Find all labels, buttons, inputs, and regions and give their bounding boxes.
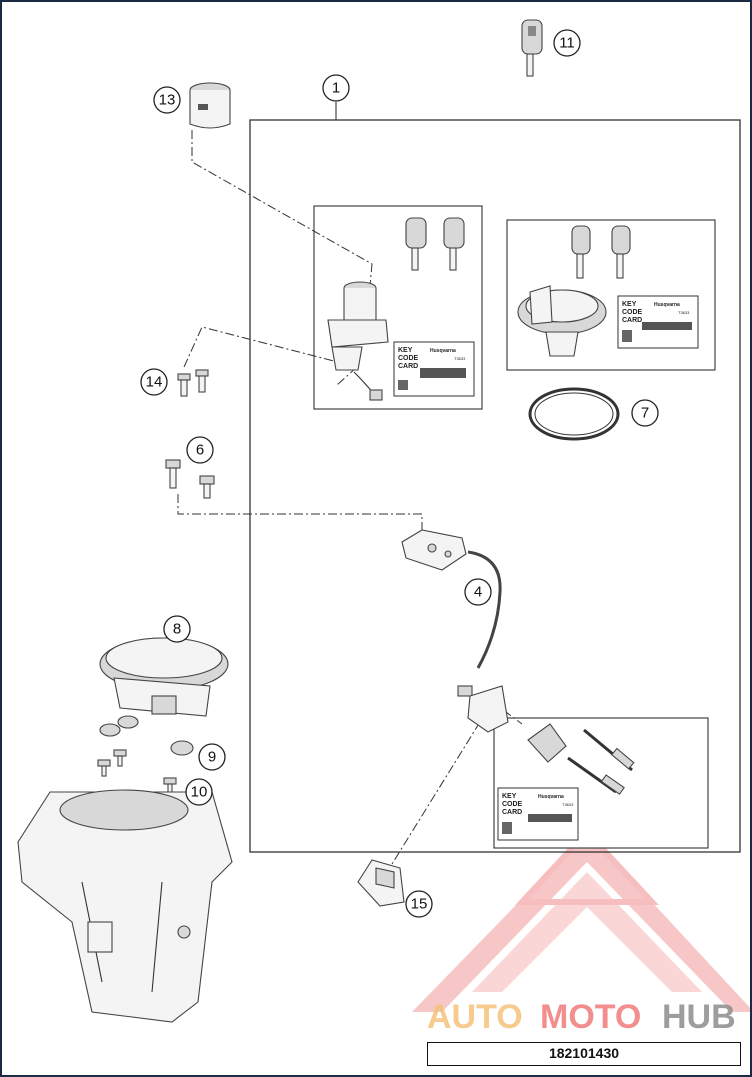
watermark-logo (412, 827, 750, 1012)
callout-1: 1 (322, 74, 350, 102)
watermark-moto: MOTO (540, 998, 641, 1036)
svg-text:1: 1 (332, 80, 340, 97)
seat-lock-cable-part-4 (401, 529, 509, 733)
callout-15: 15 (405, 890, 433, 918)
latch-part-15 (357, 859, 405, 907)
watermark-hub: HUB (662, 998, 736, 1036)
svg-text:T3633: T3633 (678, 310, 690, 315)
lock-cylinder-part-13 (189, 82, 231, 129)
screws-part-14 (177, 369, 209, 397)
watermark-auto: AUTO (427, 998, 523, 1036)
callout-6: 6 (186, 436, 214, 464)
svg-text:14: 14 (146, 374, 163, 391)
svg-text:Husqvarna: Husqvarna (430, 348, 456, 354)
svg-text:Husqvarna: Husqvarna (538, 794, 564, 800)
document-number: 182101430 (427, 1042, 741, 1066)
key-code-card-ignition: KEY CODE CARD Husqvarna T3633 (393, 341, 475, 397)
callout-13: 13 (153, 86, 181, 114)
svg-text:KEY: KEY (622, 301, 637, 308)
callout-4: 4 (464, 578, 492, 606)
svg-text:11: 11 (559, 35, 575, 52)
callout-8: 8 (163, 615, 191, 643)
key-code-card-seatlock: KEY CODE CARD Husqvarna T3633 (497, 787, 579, 841)
svg-text:8: 8 (173, 621, 181, 638)
svg-text:15: 15 (411, 896, 428, 913)
callout-10: 10 (185, 778, 213, 806)
svg-text:CODE: CODE (502, 801, 523, 808)
kit-frame (249, 119, 741, 853)
svg-text:4: 4 (474, 584, 482, 601)
svg-text:CARD: CARD (622, 317, 642, 324)
fuel-cap-assembly (517, 225, 631, 357)
svg-text:CARD: CARD (502, 809, 522, 816)
svg-text:6: 6 (196, 442, 204, 459)
svg-text:CODE: CODE (398, 355, 419, 362)
grommets-part-9 (99, 715, 194, 756)
callout-14: 14 (140, 368, 168, 396)
svg-text:13: 13 (159, 92, 176, 109)
svg-text:Husqvarna: Husqvarna (654, 302, 680, 308)
screws-part-6 (165, 459, 215, 499)
key-code-card-fuelcap: KEY CODE CARD Husqvarna T3633 (617, 295, 699, 349)
svg-text:CODE: CODE (622, 309, 643, 316)
svg-text:T3633: T3633 (454, 356, 466, 361)
o-ring-part-7 (528, 387, 620, 441)
callout-11: 11 (553, 29, 581, 57)
svg-text:7: 7 (641, 405, 649, 422)
ignition-lock-assembly (327, 217, 465, 401)
screws-part-10 (97, 749, 177, 795)
dashboard-part-8 (99, 637, 229, 717)
callout-7: 7 (631, 399, 659, 427)
front-mask-assembly (17, 789, 233, 1023)
svg-text:CARD: CARD (398, 363, 418, 370)
key-part-11 (521, 19, 543, 77)
watermark-text: AUTO MOTO HUB (427, 998, 736, 1036)
svg-text:10: 10 (191, 784, 208, 801)
svg-text:T3633: T3633 (562, 802, 574, 807)
svg-text:KEY: KEY (398, 347, 413, 354)
svg-text:KEY: KEY (502, 793, 517, 800)
seat-lock-kit-items (527, 723, 635, 795)
svg-text:9: 9 (208, 749, 216, 766)
callout-9: 9 (198, 743, 226, 771)
